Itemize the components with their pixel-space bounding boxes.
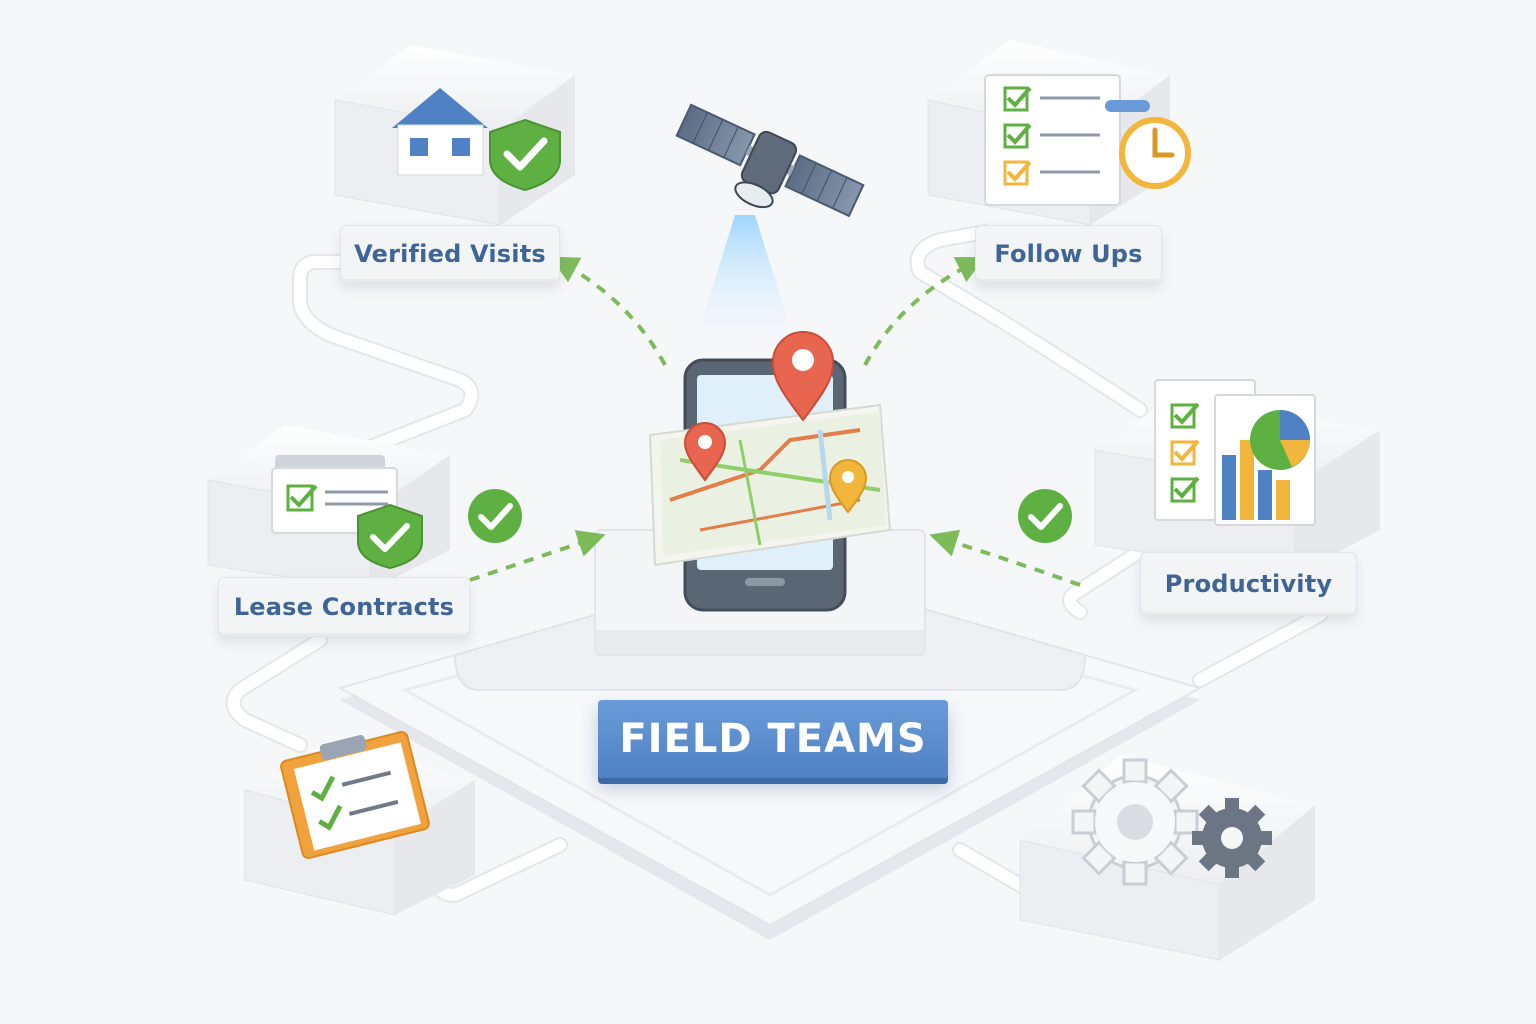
flow-arrows [469, 256, 1081, 587]
label-productivity: Productivity [1140, 552, 1357, 616]
map-pin-red-large [771, 331, 835, 422]
map-pin-yellow [828, 459, 868, 514]
arrow-from-lease-contracts [469, 530, 606, 582]
arrow-to-follow-ups [863, 256, 985, 366]
satellite-icon [675, 103, 865, 218]
label-follow-ups: Follow Ups [975, 225, 1162, 283]
satellite-beam [690, 215, 800, 360]
check-circle-icon [468, 489, 522, 543]
check-circle-icon [1018, 489, 1072, 543]
checklist-chart-icon [1154, 379, 1316, 526]
checklist-clock-icon [984, 74, 1191, 206]
gears-icon [1071, 758, 1272, 886]
map-pin-red-small [683, 422, 727, 482]
label-verified-visits: Verified Visits [340, 225, 560, 283]
house-shield-check-icon [392, 88, 561, 192]
label-lease-contracts: Lease Contracts [218, 577, 470, 637]
smartphone-map-icon [648, 358, 892, 612]
clipboard-checklist-icon [280, 731, 430, 859]
arrow-from-productivity [929, 529, 1081, 587]
field-teams-title: FIELD TEAMS [598, 700, 948, 778]
document-shield-check-icon [271, 455, 423, 570]
arrow-to-verified-visits [550, 256, 667, 366]
